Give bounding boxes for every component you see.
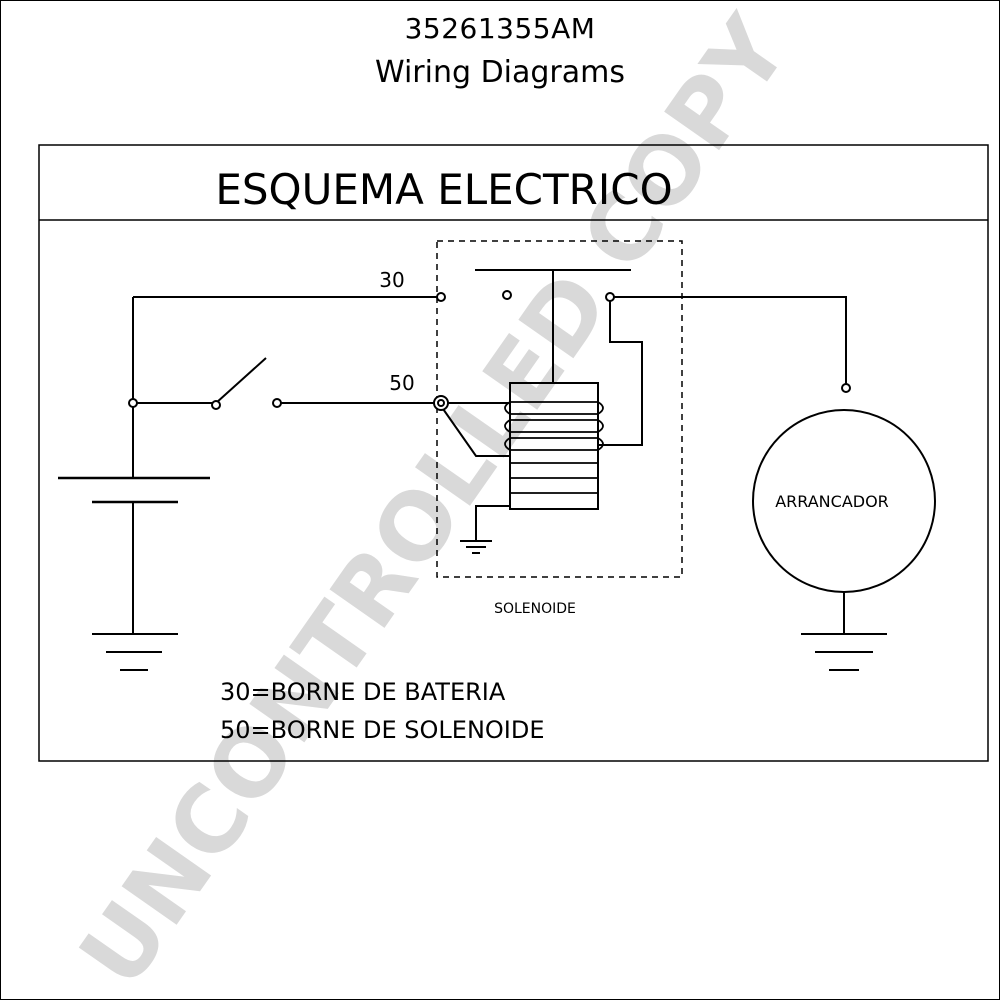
switch-contact-dot-right	[272, 398, 282, 408]
terminal-30-label: 30	[379, 268, 404, 292]
legend-line-30: 30=BORNE DE BATERIA	[220, 678, 506, 706]
legend-line-50: 50=BORNE DE SOLENOIDE	[220, 716, 545, 744]
watermark: UNCONTROLLED COPY	[59, 0, 810, 1000]
wire-to-starter	[614, 296, 847, 384]
solenoid-contact-plate	[475, 269, 631, 383]
page-subtitle: Wiring Diagrams	[374, 55, 626, 90]
wire-terminal-50-to-hold-coil	[440, 405, 510, 457]
starter-label: ARRANCADOR	[775, 492, 889, 511]
starter-terminal-dot	[841, 383, 851, 393]
battery-ground-icon	[92, 633, 178, 671]
terminal-30-dot	[436, 292, 446, 302]
solenoid-label: SOLENOIDE	[494, 601, 576, 617]
switch-contact-dot-left	[211, 400, 221, 410]
switch-junction-dot	[128, 398, 138, 408]
contact-dot-right	[605, 292, 615, 302]
diagram-panel	[38, 144, 989, 762]
wire-terminal-to-coil-return	[598, 300, 643, 446]
battery-symbol	[58, 297, 210, 634]
terminal-50-label: 50	[389, 371, 414, 395]
solenoid-ground-icon	[460, 540, 492, 554]
part-number: 35261355AM	[404, 12, 596, 45]
coil-ground-wire	[475, 505, 510, 541]
terminal-50-dot-inner	[437, 399, 445, 407]
coil-windings	[504, 401, 604, 494]
starter-ground-icon	[801, 633, 887, 671]
panel-title: ESQUEMA ELECTRICO	[215, 165, 672, 214]
ignition-switch-icon	[133, 357, 439, 404]
contact-dot-left	[502, 290, 512, 300]
